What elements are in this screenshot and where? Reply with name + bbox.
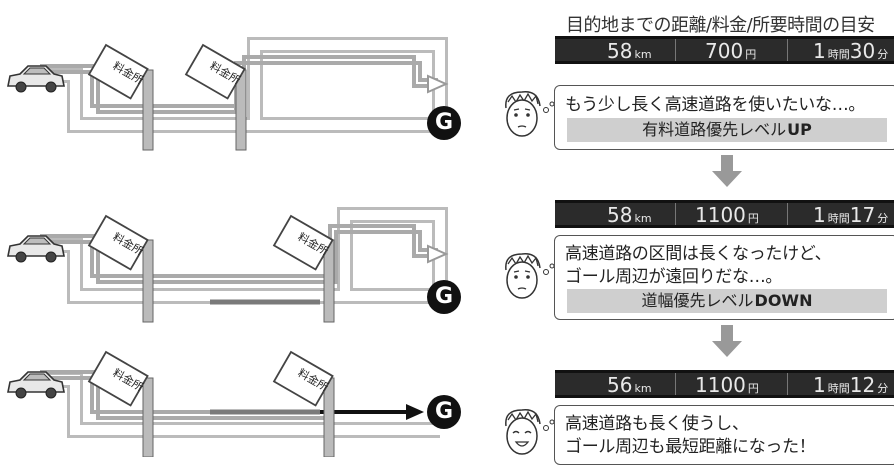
route-diagram-3: 料金所 料金所 [7, 350, 440, 457]
down-arrow-icon [712, 155, 742, 187]
hours-value: 1 [813, 203, 826, 227]
route-diagram-1: 料金所 料金所 [7, 37, 449, 151]
fare-value: 1100 [695, 203, 746, 227]
distance-unit: km [634, 212, 652, 225]
thinking-face-icon [505, 253, 555, 299]
page-title: 目的地までの距離/料金/所要時間の目安 [566, 15, 875, 36]
goal-marker-icon: G [427, 280, 461, 314]
setting-label: 有料道路優先レベル [642, 120, 787, 139]
goal-marker-icon: G [427, 106, 461, 140]
setting-level: DOWN [754, 291, 813, 310]
setting-label: 道幅優先レベル [641, 291, 754, 310]
distance-value: 58 [607, 203, 633, 227]
comment-line: 高速道路の区間は長くなったけど、 [565, 244, 832, 264]
hours-unit: 時間 [827, 212, 850, 225]
minutes-unit: 分 [877, 48, 889, 61]
fare-unit: 円 [747, 382, 759, 395]
distance-unit: km [634, 382, 652, 395]
minutes-value: 12 [849, 373, 876, 397]
comment-line: もう少し長く高速道路を使いたいな…。 [565, 95, 866, 115]
down-arrow-icon [712, 325, 742, 357]
goal-marker-icon: G [427, 395, 461, 429]
hours-value: 1 [813, 39, 826, 63]
fare-unit: 円 [747, 212, 759, 225]
comment-line: ゴール周辺が遠回りだな…。 [565, 267, 783, 287]
happy-face-icon [505, 409, 555, 455]
distance-value: 58 [607, 39, 633, 63]
comment-bubble: 高速道路も長く使うし、 ゴール周辺も最短距離になった！ [554, 405, 894, 465]
minutes-value: 17 [849, 203, 876, 227]
comment-bubble: もう少し長く高速道路を使いたいな…。 有料道路優先レベルUP [554, 85, 894, 150]
minutes-value: 30 [849, 39, 876, 63]
thinking-face-icon [505, 91, 555, 137]
comment-bubble: 高速道路の区間は長くなったけど、 ゴール周辺が遠回りだな…。 道幅優先レベルDO… [554, 235, 894, 320]
comment-line: ゴール周辺も最短距離になった！ [565, 437, 816, 457]
priority-level-up-button[interactable]: 有料道路優先レベルUP [567, 118, 887, 142]
route-diagram-2: 料金所 料金所 [7, 207, 449, 323]
hours-unit: 時間 [827, 382, 850, 395]
fare-value: 1100 [695, 373, 746, 397]
distance-unit: km [634, 48, 652, 61]
minutes-unit: 分 [877, 212, 889, 225]
fare-value: 700 [705, 39, 744, 63]
distance-value: 56 [607, 373, 633, 397]
hours-value: 1 [813, 373, 826, 397]
setting-level: UP [787, 120, 812, 139]
priority-level-down-button[interactable]: 道幅優先レベルDOWN [567, 289, 887, 313]
minutes-unit: 分 [877, 382, 889, 395]
comment-line: 高速道路も長く使うし、 [565, 414, 749, 434]
fare-unit: 円 [745, 48, 757, 61]
hours-unit: 時間 [827, 48, 850, 61]
